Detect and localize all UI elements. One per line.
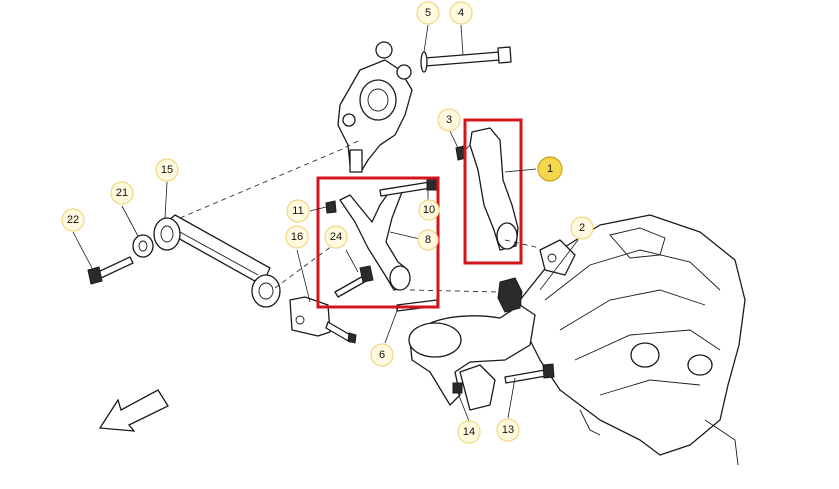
callout-5[interactable]: 5 [416, 1, 440, 25]
callout-16[interactable]: 16 [285, 225, 309, 249]
callout-2-label: 2 [579, 222, 585, 234]
callout-22-label: 22 [67, 214, 79, 226]
callout-16-label: 16 [291, 231, 303, 243]
callout-5-label: 5 [425, 7, 431, 19]
callout-10[interactable]: 10 [418, 199, 440, 221]
callout-24-label: 24 [330, 231, 342, 243]
callout-3-label: 3 [446, 114, 452, 126]
lateral-link-part-15 [153, 214, 281, 308]
callout-14-label: 14 [463, 426, 475, 438]
callout-15-label: 15 [161, 164, 173, 176]
highlight-box-part-1 [463, 118, 523, 265]
callout-4-label: 4 [458, 7, 464, 19]
callout-leaders [72, 24, 579, 422]
lower-bolts [452, 363, 555, 394]
callout-11[interactable]: 11 [286, 199, 310, 223]
callout-1-label: 1 [547, 163, 553, 175]
callout-22[interactable]: 22 [61, 208, 85, 232]
callout-6-label: 6 [379, 349, 385, 361]
trailing-link-part-1 [455, 127, 519, 251]
callout-4[interactable]: 4 [449, 1, 473, 25]
callout-2[interactable]: 2 [570, 216, 594, 240]
callout-24[interactable]: 24 [324, 225, 348, 249]
lower-spring-link [408, 277, 536, 411]
rear-knuckle [337, 41, 413, 173]
bracket-part-16 [289, 296, 357, 344]
callout-10-label: 10 [423, 204, 435, 216]
upper-control-arm-part-8 [325, 177, 438, 298]
callout-1[interactable]: 1 [537, 156, 563, 182]
callout-6[interactable]: 6 [370, 343, 394, 367]
knuckle-bolt-assembly [420, 46, 512, 73]
callout-8-label: 8 [425, 234, 431, 246]
callout-13-label: 13 [502, 424, 514, 436]
assembly-guide-lines [179, 139, 541, 293]
callout-11-label: 11 [292, 205, 303, 217]
front-direction-arrow-icon [98, 389, 169, 432]
callout-14[interactable]: 14 [457, 420, 481, 444]
rear-subframe [519, 214, 746, 466]
callout-15[interactable]: 15 [155, 158, 179, 182]
callout-3[interactable]: 3 [437, 108, 461, 132]
callout-8[interactable]: 8 [417, 229, 439, 251]
lateral-link-fasteners [87, 234, 154, 285]
callout-21-label: 21 [116, 187, 128, 199]
callout-13[interactable]: 13 [496, 418, 520, 442]
callout-21[interactable]: 21 [110, 181, 134, 205]
